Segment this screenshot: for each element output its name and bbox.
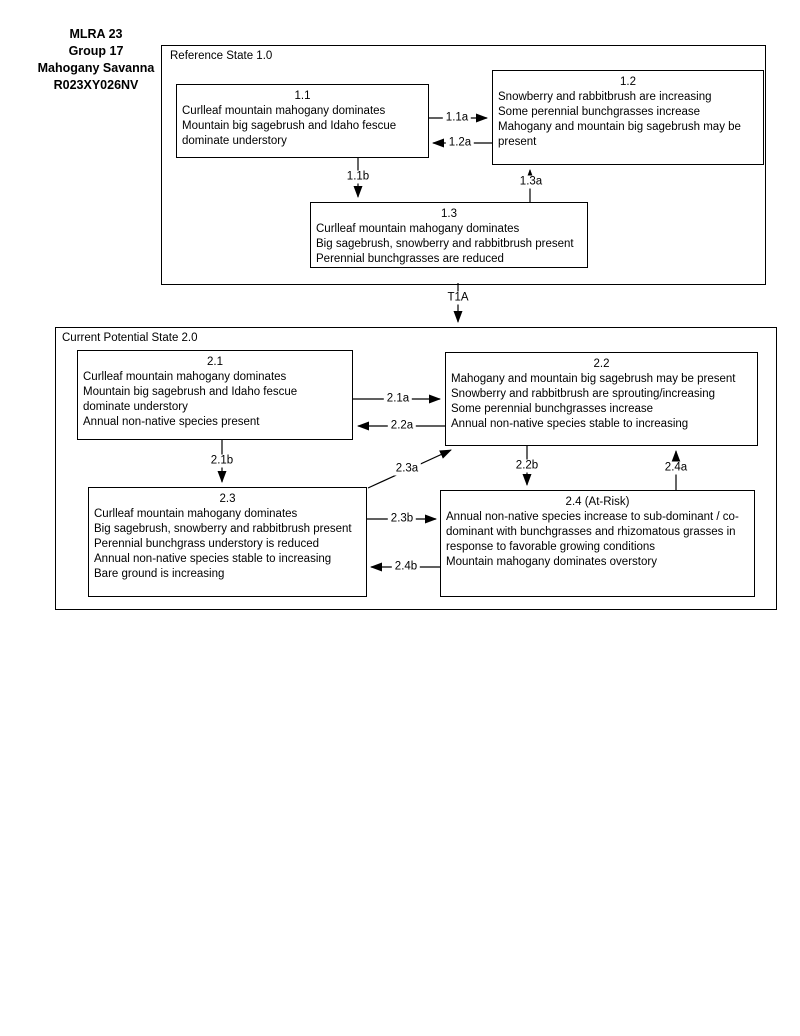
transition-label-2-3a: 2.3a — [392, 462, 422, 476]
node-text-line: Mountain big sagebrush and Idaho fescue … — [83, 386, 298, 413]
node-text-line: Mountain mahogany dominates overstory — [446, 556, 657, 568]
node-text-line: Curlleaf mountain mahogany dominates — [316, 223, 520, 235]
node-text-line: Mahogany and mountain big sagebrush may … — [451, 373, 736, 385]
node-title: 2.4 (At-Risk) — [565, 496, 630, 508]
node-text-line: Snowberry and rabbitbrush are increasing — [498, 91, 712, 103]
node-text-line: Some perennial bunchgrasses increase — [451, 403, 654, 415]
node-text-line: Mahogany and mountain big sagebrush may … — [498, 121, 741, 148]
node-text-line: Perennial bunchgrasses are reduced — [316, 253, 504, 265]
diagram-header: MLRA 23 Group 17 Mahogany Savanna R023XY… — [22, 26, 170, 94]
node-text-line: Annual non-native species stable to incr… — [94, 553, 332, 565]
node-text-line: Curlleaf mountain mahogany dominates — [182, 105, 386, 117]
node-title: 1.2 — [620, 76, 636, 88]
node-2-4: 2.4 (At-Risk) Annual non-native species … — [440, 490, 755, 597]
transition-label-2-3b: 2.3b — [387, 512, 417, 526]
transition-label-1-3a: 1.3a — [516, 175, 546, 189]
node-text-line: Perennial bunchgrass understory is reduc… — [94, 538, 320, 550]
transition-label-2-2a: 2.2a — [387, 419, 417, 433]
transition-label-1-1b: 1.1b — [343, 170, 373, 184]
transition-label-1-1a: 1.1a — [442, 111, 472, 125]
node-text-line: Bare ground is increasing — [94, 568, 225, 580]
node-text-line: Annual non-native species stable to incr… — [451, 418, 689, 430]
node-1-1: 1.1 Curlleaf mountain mahogany dominates… — [176, 84, 429, 158]
node-text-line: Big sagebrush, snowberry and rabbitbrush… — [94, 523, 352, 535]
node-text-line: Annual non-native species increase to su… — [446, 511, 739, 553]
node-2-2: 2.2 Mahogany and mountain big sagebrush … — [445, 352, 758, 446]
node-text-line: Curlleaf mountain mahogany dominates — [94, 508, 298, 520]
node-title: 1.3 — [441, 208, 457, 220]
node-text-line: Curlleaf mountain mahogany dominates — [83, 371, 287, 383]
transition-label-T1A: T1A — [444, 291, 472, 305]
header-group: Group 17 — [68, 44, 124, 58]
header-site-id: R023XY026NV — [53, 78, 139, 92]
node-text-line: Annual non-native species present — [83, 416, 260, 428]
node-2-1: 2.1 Curlleaf mountain mahogany dominates… — [77, 350, 353, 440]
transition-label-2-2b: 2.2b — [512, 459, 542, 473]
node-title: 2.3 — [219, 493, 236, 505]
node-text-line: Big sagebrush, snowberry and rabbitbrush… — [316, 238, 574, 250]
node-text-line: Mountain big sagebrush and Idaho fescue … — [182, 120, 397, 147]
reference-state-label: Reference State 1.0 — [170, 50, 273, 62]
node-1-2: 1.2 Snowberry and rabbitbrush are increa… — [492, 70, 764, 165]
current-potential-state-label: Current Potential State 2.0 — [62, 332, 198, 344]
transition-label-2-1a: 2.1a — [383, 392, 413, 406]
node-text-line: Some perennial bunchgrasses increase — [498, 106, 701, 118]
node-text-line: Snowberry and rabbitbrush are sprouting/… — [451, 388, 716, 400]
transition-label-1-2a: 1.2a — [445, 136, 475, 150]
transition-label-2-4a: 2.4a — [661, 461, 691, 475]
header-site-name: Mahogany Savanna — [37, 61, 155, 75]
node-title: 2.1 — [207, 356, 223, 368]
node-title: 2.2 — [593, 358, 610, 370]
node-title: 1.1 — [294, 90, 311, 102]
transition-label-2-4b: 2.4b — [391, 560, 421, 574]
transition-label-2-1b: 2.1b — [207, 454, 237, 468]
node-1-3: 1.3 Curlleaf mountain mahogany dominates… — [310, 202, 588, 268]
node-2-3: 2.3 Curlleaf mountain mahogany dominates… — [88, 487, 367, 597]
header-mlra: MLRA 23 — [69, 27, 123, 41]
